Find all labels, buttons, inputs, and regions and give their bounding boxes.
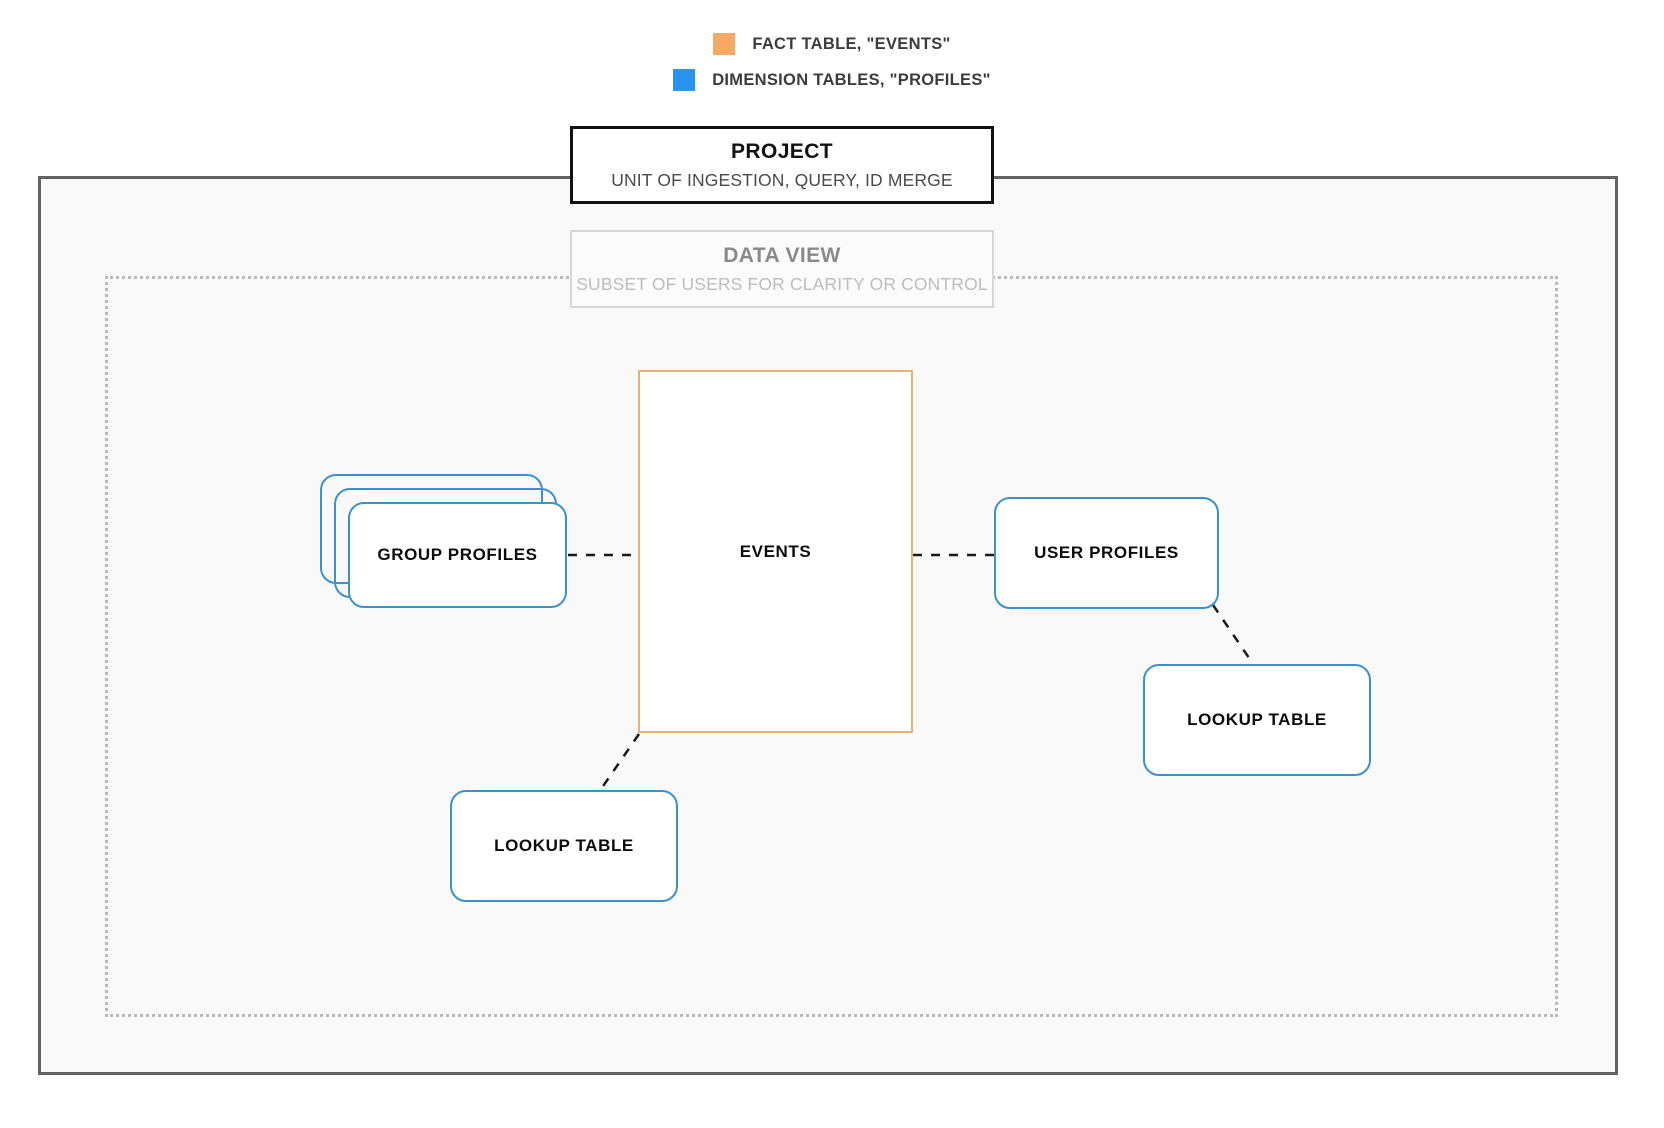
- project-header-box: PROJECT UNIT OF INGESTION, QUERY, ID MER…: [570, 126, 994, 204]
- node-lookup-table-right-label: LOOKUP TABLE: [1187, 710, 1327, 729]
- legend-row-dimension-tables: DIMENSION TABLES, "PROFILES": [0, 62, 1664, 98]
- node-group-profiles[interactable]: GROUP PROFILES: [320, 474, 567, 608]
- node-user-profiles-label: USER PROFILES: [1034, 543, 1179, 562]
- project-subtitle: UNIT OF INGESTION, QUERY, ID MERGE: [611, 169, 953, 190]
- node-events-label: EVENTS: [739, 541, 812, 561]
- node-lookup-table-right[interactable]: LOOKUP TABLE: [1143, 664, 1371, 776]
- legend-swatch-fact-table-icon: [713, 33, 736, 55]
- legend-label-dimension-tables: DIMENSION TABLES, "PROFILES": [712, 70, 991, 89]
- node-events[interactable]: EVENTS: [638, 370, 913, 733]
- data-view-subtitle: SUBSET OF USERS FOR CLARITY OR CONTROL: [576, 273, 988, 294]
- legend-row-fact-table: FACT TABLE, "EVENTS": [0, 26, 1664, 62]
- node-user-profiles[interactable]: USER PROFILES: [994, 497, 1219, 609]
- legend: FACT TABLE, "EVENTS" DIMENSION TABLES, "…: [0, 26, 1664, 98]
- group-profiles-card-front[interactable]: GROUP PROFILES: [348, 502, 567, 608]
- legend-swatch-dimension-tables-icon: [673, 69, 696, 91]
- node-lookup-table-left[interactable]: LOOKUP TABLE: [450, 790, 678, 902]
- data-view-title: DATA VIEW: [723, 243, 841, 267]
- legend-label-fact-table: FACT TABLE, "EVENTS": [752, 34, 951, 53]
- node-lookup-table-left-label: LOOKUP TABLE: [494, 836, 634, 855]
- project-title: PROJECT: [731, 139, 833, 163]
- data-view-header-box: DATA VIEW SUBSET OF USERS FOR CLARITY OR…: [570, 230, 994, 308]
- node-group-profiles-label: GROUP PROFILES: [377, 545, 538, 564]
